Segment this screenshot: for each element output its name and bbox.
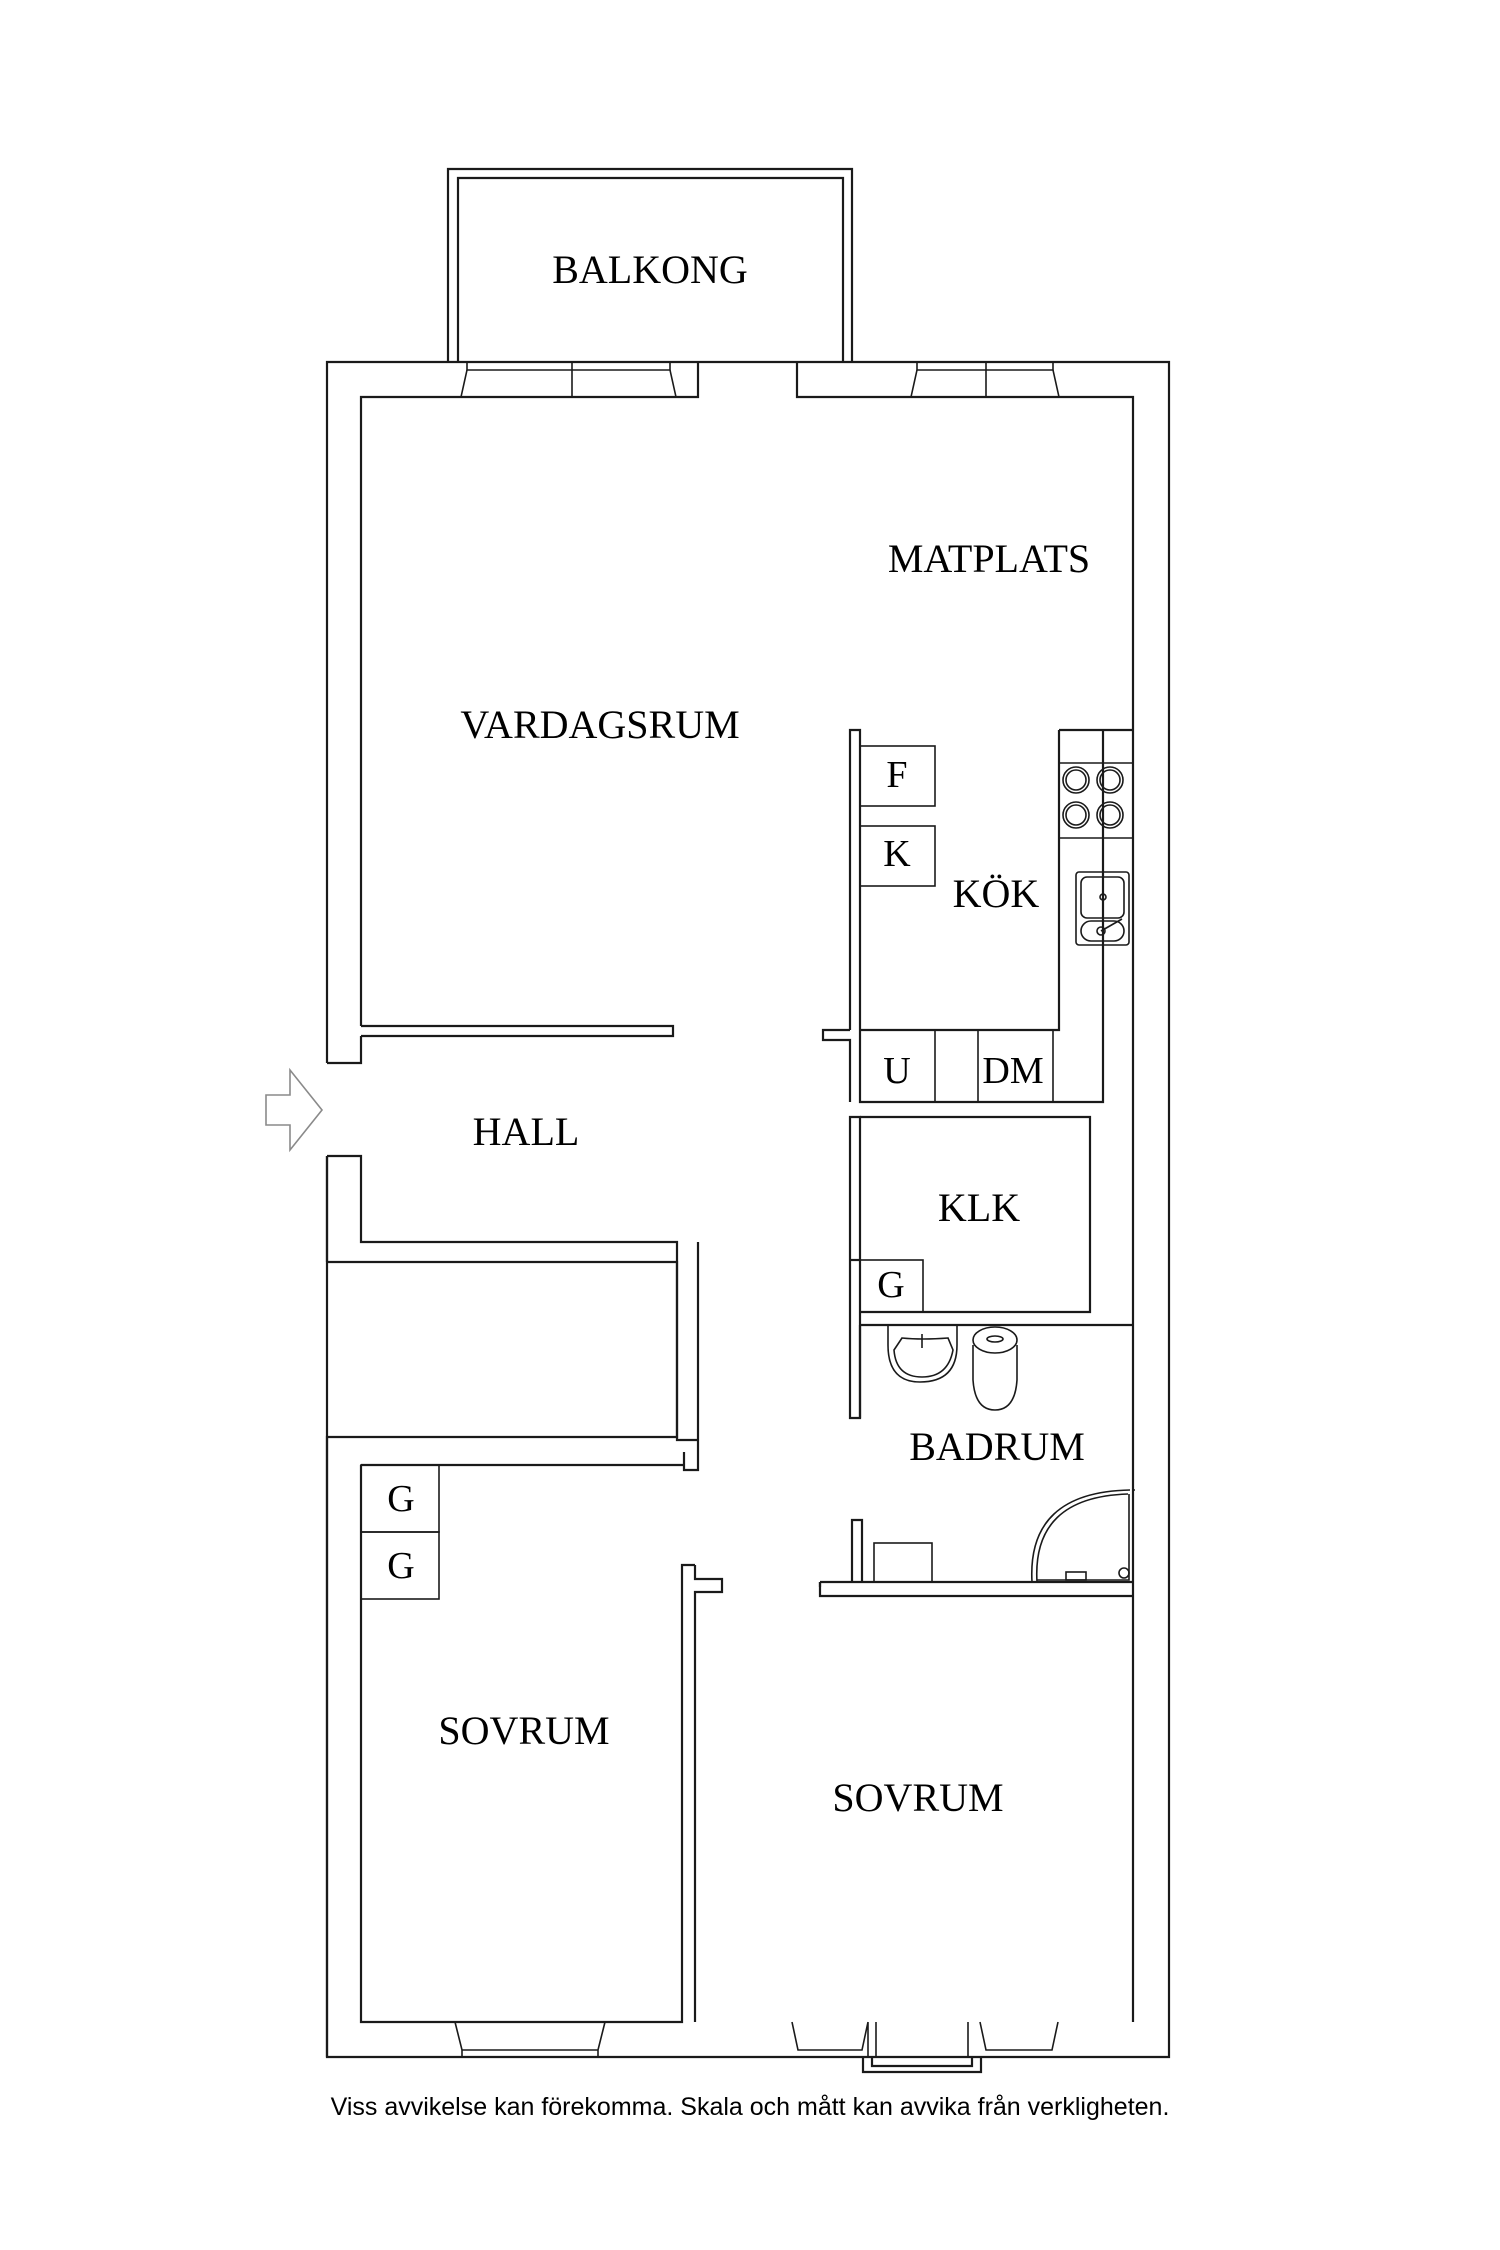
bathroom-cabinet: [873, 1542, 933, 1583]
balcony: [446, 167, 854, 362]
wall-living-hall: [361, 1024, 675, 1038]
window-top-right: [910, 362, 1060, 398]
fixture-label-closet-bedroom-1: G: [387, 1478, 414, 1520]
shower-icon: [1031, 1489, 1135, 1583]
room-label-sovrum-left: SOVRUM: [438, 1708, 609, 1753]
bathroom: [818, 1323, 1135, 1587]
room-label-badrum: BADRUM: [909, 1424, 1085, 1469]
room-label-klk: KLK: [938, 1185, 1020, 1230]
room-label-balkong: BALKONG: [552, 247, 748, 292]
hall-walls: [325, 1242, 700, 2057]
toilet-icon: [972, 1326, 1018, 1411]
disclaimer-text: Viss avvikelse kan förekomma. Skala och …: [330, 2093, 1170, 2121]
room-label-matplats: MATPLATS: [888, 536, 1090, 581]
fixture-label-closet-bedroom-2: G: [387, 1545, 414, 1587]
fixture-label-oven: U: [883, 1050, 910, 1092]
fixture-label-closet-klk: G: [877, 1264, 904, 1306]
kitchen: [821, 728, 1133, 1104]
fridge-box: [859, 745, 936, 807]
window-bottom-left: [454, 2021, 606, 2057]
window-top-left: [460, 362, 677, 398]
freezer-box: [859, 825, 936, 887]
room-label-vardagsrum: VARDAGSRUM: [460, 702, 739, 747]
wall-right-bedroom: [818, 1580, 1133, 1598]
room-label-hall: HALL: [473, 1109, 580, 1154]
fixture-label-fridge: F: [886, 754, 907, 796]
bedroom-left: [359, 1464, 724, 2024]
closet-box-2: [360, 1531, 440, 1600]
kitchen-sink-icon: [1075, 871, 1130, 946]
fixture-label-freezer: K: [883, 833, 911, 875]
window-bottom-right: [791, 2021, 1059, 2074]
room-label-kok: KÖK: [953, 871, 1040, 916]
outer-walls: [325, 360, 1171, 2059]
closet-klk-box: [859, 1259, 924, 1313]
fixture-label-dishwasher: DM: [982, 1050, 1043, 1092]
washbasin-icon: [887, 1325, 958, 1383]
stove-icon: [1062, 766, 1124, 829]
entrance-arrow-icon: [265, 1067, 324, 1153]
room-label-sovrum-right: SOVRUM: [832, 1775, 1003, 1820]
